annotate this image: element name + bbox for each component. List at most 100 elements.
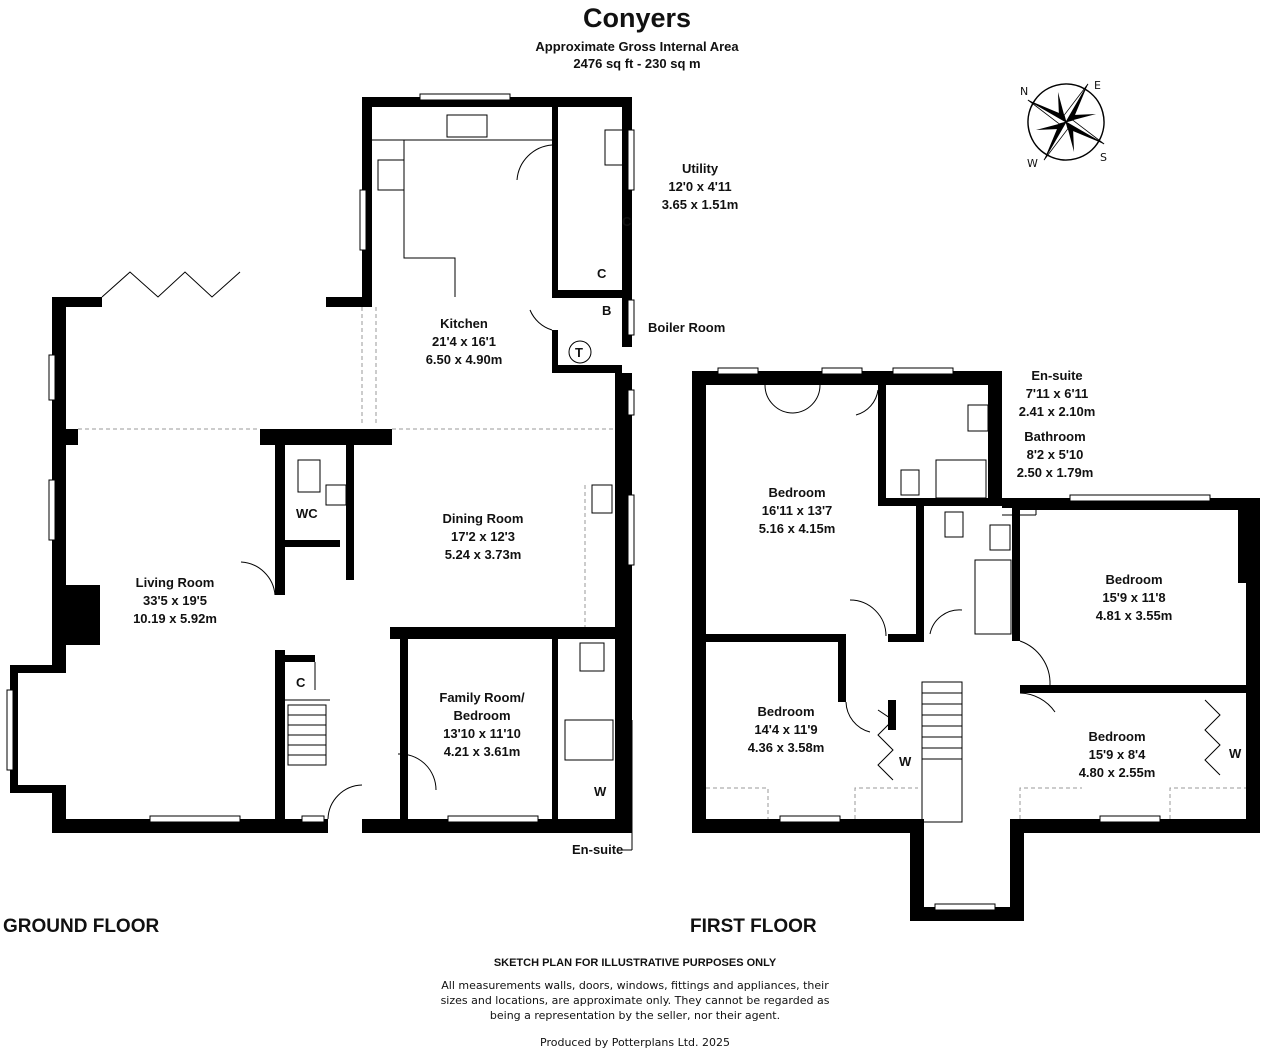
room-name: Bedroom: [1088, 729, 1146, 744]
cupboard-symbol: C: [622, 214, 632, 229]
compass-n-label: N: [1020, 85, 1029, 98]
ground-floor-windows: [6, 93, 635, 823]
room-imperial: 15'9 x 8'4: [1088, 747, 1146, 762]
boiler-room-label: Boiler Room: [648, 320, 726, 335]
bathroom-label: Bathroom 8'2 x 5'10 2.50 x 1.79m: [1000, 428, 1110, 482]
wall: [888, 634, 924, 642]
cupboard-symbol: C: [296, 675, 306, 690]
room-metric: 4.36 x 3.58m: [747, 740, 825, 755]
room-name: Dining Room: [442, 511, 524, 526]
wall: [390, 627, 632, 639]
wall: [1020, 685, 1246, 693]
wall: [326, 297, 372, 307]
room-imperial: 17'2 x 12'3: [450, 529, 516, 544]
utility-label: Utility 12'0 x 4'11 3.65 x 1.51m: [640, 160, 760, 214]
wall: [285, 655, 315, 662]
wall: [692, 371, 706, 833]
room-metric: 10.19 x 5.92m: [133, 611, 217, 626]
wall: [916, 506, 924, 634]
producer-credit: Produced by Potterplans Ltd. 2025: [540, 1036, 730, 1049]
first-floor-windows: [717, 367, 1211, 911]
bedroom-2-label: Bedroom 15'9 x 11'8 4.81 x 3.55m: [1074, 571, 1194, 625]
disclaimer-heading: SKETCH PLAN FOR ILLUSTRATIVE PURPOSES ON…: [493, 957, 777, 969]
wardrobe-symbol: W: [899, 754, 912, 769]
wall: [275, 650, 285, 820]
fireplace: [66, 585, 100, 645]
wall: [552, 107, 558, 297]
room-name-line2: Bedroom: [453, 708, 511, 723]
room-name: Bedroom: [1105, 572, 1163, 587]
wall: [552, 639, 558, 819]
room-name: Utility: [681, 161, 719, 176]
room-imperial: 21'4 x 16'1: [431, 334, 497, 349]
wardrobe-symbol: W: [594, 784, 607, 799]
compass-s-label: S: [1100, 151, 1107, 164]
room-metric: 6.50 x 4.90m: [425, 352, 503, 367]
first-floor-label: FIRST FLOOR: [690, 916, 817, 937]
wall: [706, 634, 846, 642]
room-imperial: 8'2 x 5'10: [1026, 447, 1084, 462]
room-imperial: 33'5 x 19'5: [142, 593, 208, 608]
kitchen-label: Kitchen 21'4 x 16'1 6.50 x 4.90m: [404, 315, 524, 369]
ensuite-label: En-suite 7'11 x 6'11 2.41 x 2.10m: [1002, 367, 1112, 421]
room-imperial: 15'9 x 11'8: [1102, 590, 1166, 605]
wall: [910, 819, 924, 921]
room-metric: 3.65 x 1.51m: [661, 197, 739, 212]
living-room-label: Living Room 33'5 x 19'5 10.19 x 5.92m: [110, 574, 240, 628]
boiler-symbol: B: [602, 303, 612, 318]
area-subtitle: Approximate Gross Internal Area: [535, 39, 739, 54]
room-imperial: 16'11 x 13'7: [761, 503, 833, 518]
wall: [10, 665, 66, 673]
wall: [988, 371, 1002, 506]
room-name: En-suite: [1031, 368, 1083, 383]
wall: [615, 373, 632, 833]
ground-floor-label: GROUND FLOOR: [3, 916, 160, 937]
wall: [346, 445, 354, 580]
bedroom-1-label: Bedroom 16'11 x 13'7 5.16 x 4.15m: [737, 484, 857, 538]
wall: [878, 498, 1002, 506]
room-metric: 4.81 x 3.55m: [1095, 608, 1173, 623]
disclaimer-line: All measurements walls, doors, windows, …: [441, 979, 829, 992]
wall: [260, 429, 392, 445]
wall: [52, 297, 102, 307]
wall: [878, 385, 886, 505]
wall: [552, 290, 622, 298]
plan-title: Conyers: [582, 3, 692, 33]
bedroom-3-label: Bedroom 14'4 x 11'9 4.36 x 3.58m: [726, 703, 846, 757]
room-metric: 4.80 x 2.55m: [1078, 765, 1156, 780]
wall: [52, 819, 328, 833]
wall: [1010, 819, 1024, 921]
room-name: Bedroom: [768, 485, 826, 500]
room-metric: 4.21 x 3.61m: [443, 744, 521, 759]
wall: [692, 819, 912, 833]
disclaimer-line: being a representation by the seller, no…: [489, 1009, 781, 1022]
wall: [400, 639, 408, 819]
wall: [362, 97, 372, 307]
wall: [362, 819, 632, 833]
room-name: Family Room/: [439, 690, 525, 705]
room-name: Bathroom: [1024, 429, 1086, 444]
room-imperial: 7'11 x 6'11: [1025, 386, 1089, 401]
wall: [362, 97, 632, 107]
room-name: Living Room: [135, 575, 215, 590]
room-metric: 2.50 x 1.79m: [1016, 465, 1094, 480]
wall: [1012, 506, 1020, 641]
wall: [622, 97, 632, 347]
room-metric: 5.24 x 3.73m: [444, 547, 522, 562]
first-floor-walls: [692, 371, 1260, 921]
compass-w-label: W: [1027, 157, 1038, 170]
room-name: Bedroom: [757, 704, 815, 719]
compass-e-label: E: [1094, 79, 1101, 92]
room-metric: 2.41 x 2.10m: [1018, 404, 1096, 419]
dining-room-label: Dining Room 17'2 x 12'3 5.24 x 3.73m: [418, 510, 548, 564]
ground-floor-walls: [10, 97, 632, 833]
wall: [52, 429, 78, 445]
wall: [1010, 819, 1260, 833]
wall: [10, 665, 18, 790]
wall: [1002, 498, 1014, 508]
wall: [10, 785, 66, 793]
wall: [552, 365, 622, 373]
kitchen-fittings: [74, 114, 633, 851]
ensuite-ground-label: En-suite: [572, 842, 624, 857]
